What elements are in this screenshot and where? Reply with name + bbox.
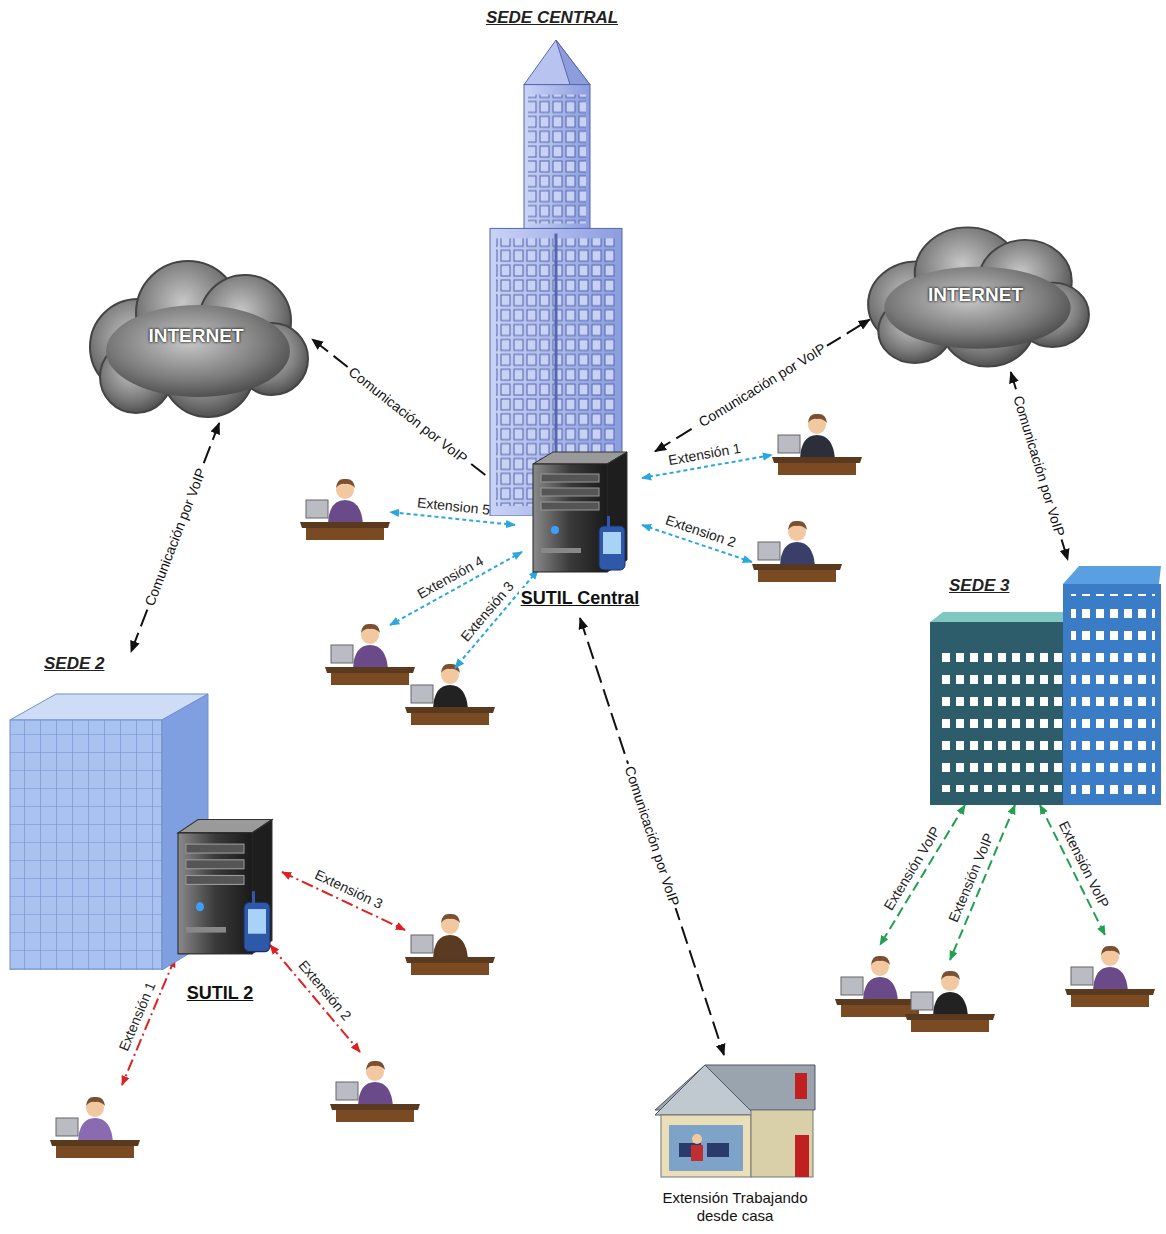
link-label: Comunicación por VoIP [140,464,210,612]
headquarters-building-art [486,40,626,516]
node-label: Extensión Trabajando desde casa [650,1189,820,1225]
home-office-shape [655,1065,815,1177]
node-label: SUTIL Central [519,588,642,610]
voip-link [312,339,505,491]
link-label: Comunicación por VoIP [621,762,684,912]
pbx-server: SUTIL Central [505,448,655,618]
internet-cloud: INTERNET [80,255,312,423]
internet-cloud-shape [868,227,1089,366]
home-office: Extensión Trabajando desde casa [625,1055,845,1233]
extension-line [270,945,360,1052]
headquarters-building: SEDE CENTRAL [462,8,642,518]
pbx-server: SUTIL 2 [155,815,285,1005]
person-at-desk [1065,946,1155,1007]
extension-line [1040,805,1105,935]
person-at-desk [330,1061,420,1122]
person-at-desk [405,664,495,725]
node-label: SUTIL 2 [185,983,256,1005]
extension-label: Extensión VoIP [1055,819,1111,911]
node-label: SEDE 2 [42,654,106,674]
person-at-desk [772,414,862,475]
voip-link [655,320,870,452]
home-office-art [645,1055,825,1180]
node-label: INTERNET [149,325,244,348]
internet-cloud: INTERNET [858,222,1093,372]
branch-building-art [925,560,1163,805]
voip-link [131,423,219,652]
extension-line [455,570,538,668]
person-at-desk [50,1097,140,1158]
person-at-desk [300,479,390,540]
link-label: Comunicación por VoIP [344,361,474,468]
person-at-desk [905,971,995,1032]
internet-cloud-shape [90,261,308,417]
voip-link [580,618,724,1055]
extension-line [880,805,965,945]
extension-label: Extensión 3 [458,578,517,644]
headquarters-building-shape [490,40,622,516]
extension-label: Extensión 1 [668,441,743,469]
branch-building-shape [930,566,1161,805]
node-label: SEDE CENTRAL [484,8,620,28]
node-label: INTERNET [928,284,1023,307]
extension-label: Extensión 2 [295,958,354,1024]
extension-label: Extensión 1 [116,980,158,1053]
branch-building: SEDE 3 [925,560,1163,805]
extension-label: Extension 5 [417,495,491,518]
pbx-server-shape [178,819,272,953]
pbx-server-art [160,815,280,955]
person-at-desk [752,521,842,582]
extension-label: Extensión 3 [312,868,385,913]
person-at-desk [325,624,415,685]
node-label: SEDE 3 [947,576,1011,596]
extension-label: Extensión 4 [414,554,485,603]
person-at-desk [405,914,495,975]
pbx-server-shape [533,452,627,572]
extension-label: Extensión VoIP [881,824,943,913]
link-label: Comunicación por VoIP [1009,391,1069,541]
extension-label: Extensión VoIP [946,831,997,925]
pbx-server-art [515,448,635,573]
extension-label: Extension 2 [664,513,738,551]
link-label: Comunicación por VoIP [693,339,831,432]
